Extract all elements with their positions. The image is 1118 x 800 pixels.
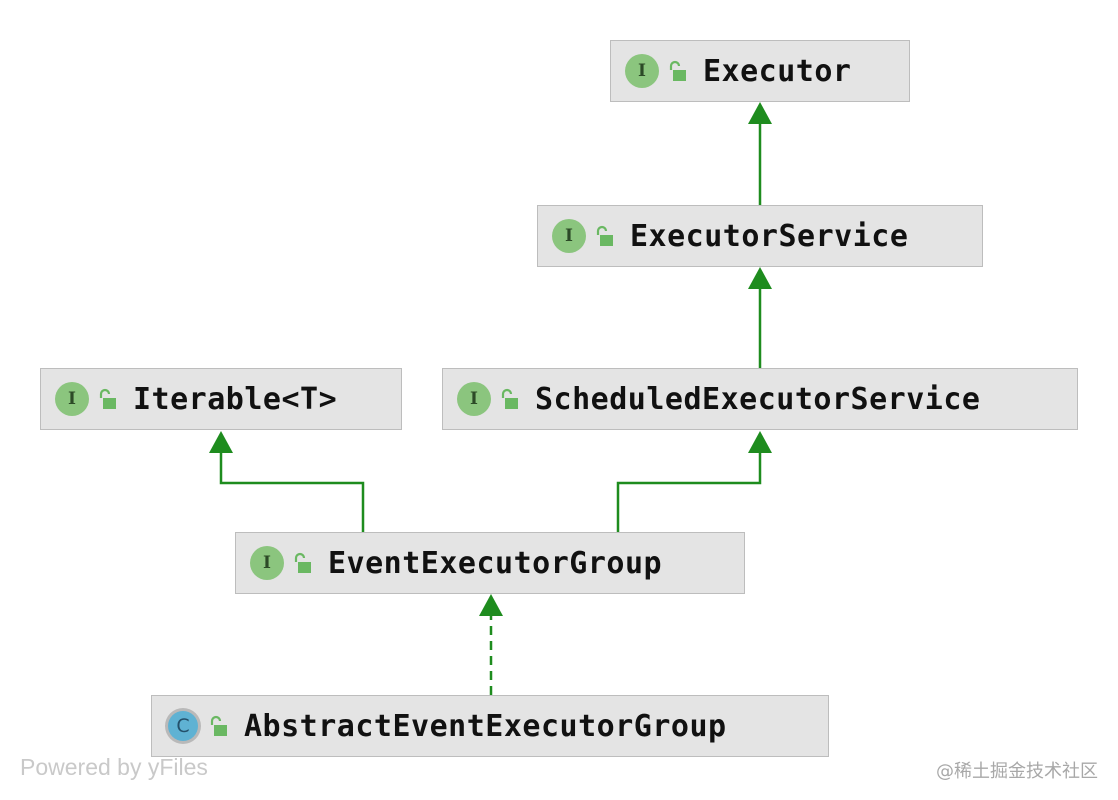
public-lock-icon	[669, 60, 686, 81]
edge-event-executor-group-to-iterable	[219, 451, 365, 532]
node-iterable[interactable]: I Iterable<T>	[40, 368, 402, 430]
node-label: Executor	[703, 53, 852, 89]
public-lock-icon	[294, 552, 311, 573]
node-label: ExecutorService	[630, 218, 909, 254]
node-event-executor-group[interactable]: I EventExecutorGroup	[235, 532, 745, 594]
interface-icon: I	[552, 219, 586, 253]
node-scheduled-executor-service[interactable]: I ScheduledExecutorService	[442, 368, 1078, 430]
public-lock-icon	[596, 225, 613, 246]
arrowhead-scheduled-executor-service	[748, 431, 772, 453]
node-executor[interactable]: I Executor	[610, 40, 910, 102]
arrowhead-executor	[748, 102, 772, 124]
interface-icon: I	[250, 546, 284, 580]
watermark-text: @稀土掘金技术社区	[936, 761, 1098, 782]
powered-by-text: Powered by yFiles	[20, 754, 208, 780]
interface-icon: I	[625, 54, 659, 88]
node-label: ScheduledExecutorService	[535, 381, 981, 417]
node-label: AbstractEventExecutorGroup	[244, 708, 727, 744]
arrowhead-event-executor-group	[479, 594, 503, 616]
node-label: EventExecutorGroup	[328, 545, 663, 581]
interface-icon: I	[55, 382, 89, 416]
abstract-class-icon: C	[168, 711, 198, 741]
edge-event-executor-group-to-scheduled	[616, 451, 762, 532]
public-lock-icon	[99, 388, 116, 409]
node-executor-service[interactable]: I ExecutorService	[537, 205, 983, 267]
public-lock-icon	[210, 715, 227, 736]
interface-icon: I	[457, 382, 491, 416]
node-label: Iterable<T>	[133, 381, 338, 417]
arrowhead-executor-service	[748, 267, 772, 289]
node-abstract-event-executor-group[interactable]: C AbstractEventExecutorGroup	[151, 695, 829, 757]
public-lock-icon	[501, 388, 518, 409]
arrowhead-iterable	[209, 431, 233, 453]
